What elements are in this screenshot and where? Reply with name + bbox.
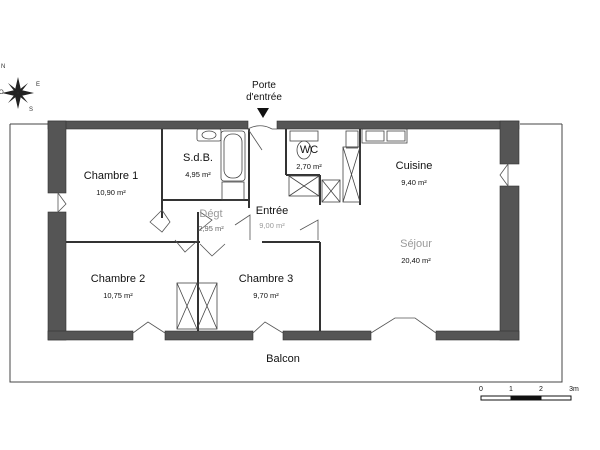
compass-e-label: E xyxy=(36,82,41,88)
doors xyxy=(57,125,509,334)
scale-tick-3: 3m xyxy=(569,386,579,393)
scale-tick-1: 1 xyxy=(509,386,513,393)
bathroom-fixtures xyxy=(196,128,246,201)
room-chambre-2: Chambre 2 10,75 m² xyxy=(91,273,145,300)
room-name: Chambre 2 xyxy=(90,273,146,285)
room-cuisine: Cuisine 9,40 m² xyxy=(396,160,433,187)
room-area: 9,40 m² xyxy=(401,178,427,187)
room-area: 20,40 m² xyxy=(401,256,431,265)
room-name: Cuisine xyxy=(395,160,433,172)
room-sejour: Séjour 20,40 m² xyxy=(400,238,432,265)
entrance-label: Porte d'entrée xyxy=(246,80,282,104)
room-area: 10,75 m² xyxy=(103,291,133,300)
compass-n-label: N xyxy=(1,64,6,70)
room-area: 2,95 m² xyxy=(198,224,224,233)
kitchen-fixtures xyxy=(361,128,408,144)
compass-rose xyxy=(2,77,34,109)
balcon-label: Balcon xyxy=(266,353,300,365)
compass-s-label: S xyxy=(29,107,34,113)
room-name: Dégt xyxy=(199,208,223,220)
room-name: S.d.B. xyxy=(183,152,213,164)
scale-tick-2: 2 xyxy=(539,386,543,393)
room-area: 2,70 m² xyxy=(296,162,322,171)
room-area: 10,90 m² xyxy=(96,188,126,197)
room-name: Séjour xyxy=(400,238,432,250)
room-area: 9,00 m² xyxy=(259,221,285,230)
scale-tick-0: 0 xyxy=(479,386,483,393)
entrance-label-line1: Porte xyxy=(252,80,276,91)
room-name: Chambre 3 xyxy=(238,273,294,285)
compass-w-label: O xyxy=(0,90,4,96)
room-name: Entrée xyxy=(255,205,289,217)
balcony-outline xyxy=(9,123,563,383)
exterior-walls xyxy=(47,120,520,341)
entrance-arrow-icon xyxy=(257,108,269,118)
room-name: Chambre 1 xyxy=(83,170,139,182)
room-sdb: S.d.B. 4,95 m² xyxy=(183,152,213,179)
room-area: 4,95 m² xyxy=(185,170,211,179)
room-entree: Entrée 9,00 m² xyxy=(256,205,288,230)
room-name: WC xyxy=(299,144,319,156)
room-chambre-3: Chambre 3 9,70 m² xyxy=(239,273,293,300)
scale-bar xyxy=(480,395,572,401)
entrance-label-line2: d'entrée xyxy=(246,92,282,103)
room-area: 9,70 m² xyxy=(253,291,279,300)
room-chambre-1: Chambre 1 10,90 m² xyxy=(84,170,138,197)
closets xyxy=(176,146,361,330)
room-degt: Dégt 2,95 m² xyxy=(198,208,223,233)
room-wc: WC 2,70 m² xyxy=(296,144,321,171)
